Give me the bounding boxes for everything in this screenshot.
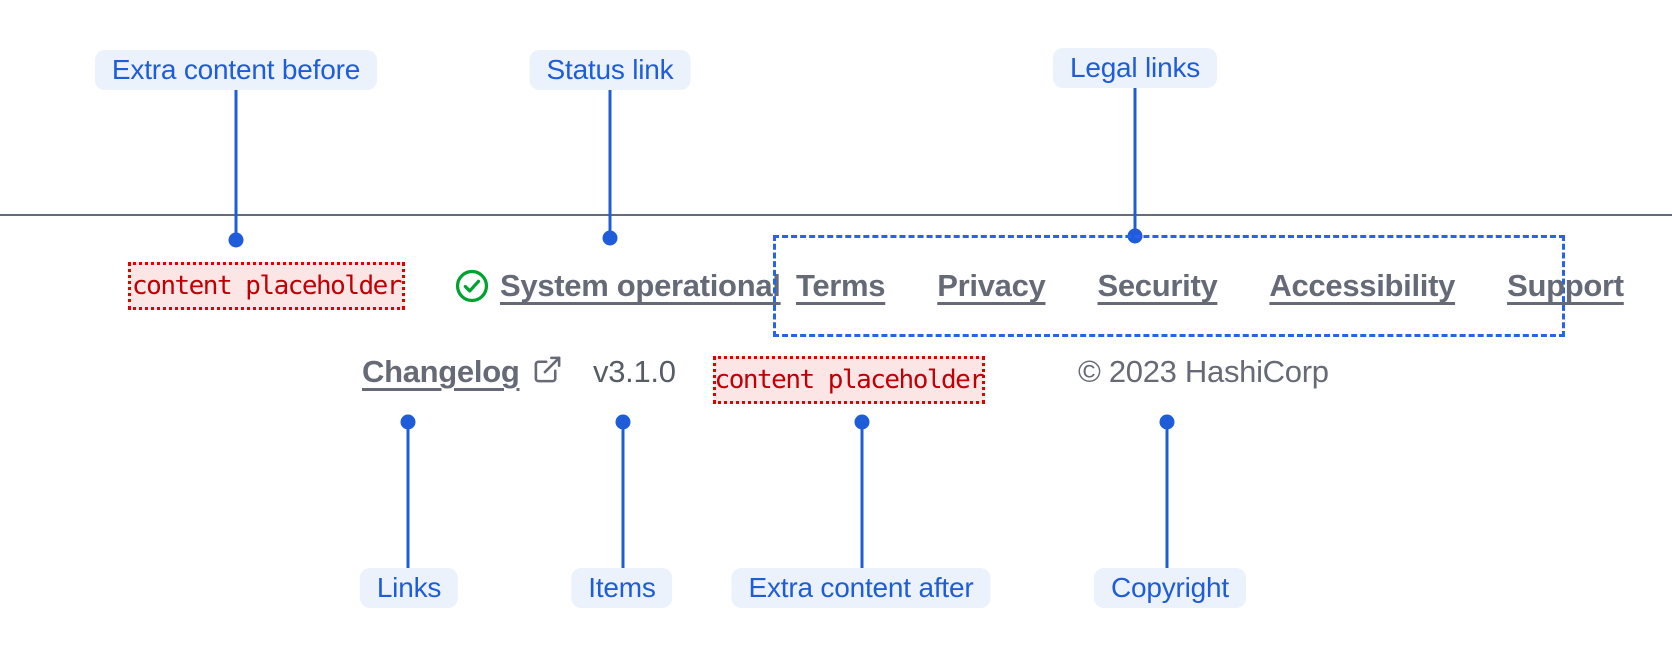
status-link-label[interactable]: System operational [500, 268, 781, 303]
footer-top-divider [0, 214, 1672, 216]
annotation-items: Items [571, 568, 673, 608]
connector-line [1165, 428, 1169, 568]
external-link-icon [532, 354, 563, 390]
connector-dot [400, 414, 416, 430]
connector-line [860, 428, 864, 568]
legal-link-support[interactable]: Support [1507, 268, 1624, 303]
annotation-label: Extra content after [748, 572, 974, 603]
annotation-label: Items [588, 572, 656, 603]
connector-dot [1159, 414, 1175, 430]
legal-link-terms[interactable]: Terms [796, 268, 886, 303]
annotation-copyright: Copyright [1093, 568, 1247, 608]
connector-line [406, 428, 410, 568]
copyright-label: © 2023 HashiCorp [1078, 354, 1329, 389]
placeholder-text: content placeholder [132, 271, 402, 301]
connector-line [1133, 88, 1137, 230]
annotation-links: Links [359, 568, 459, 608]
legal-link-accessibility[interactable]: Accessibility [1269, 268, 1456, 303]
connector-dot [602, 230, 618, 246]
extra-content-after-placeholder: content placeholder [713, 356, 985, 404]
extra-content-before-placeholder: content placeholder [128, 262, 405, 310]
annotation-label: Copyright [1110, 572, 1230, 603]
changelog-link-label[interactable]: Changelog [362, 354, 520, 389]
connector-dot [615, 414, 631, 430]
annotation-label: Extra content before [111, 54, 361, 85]
changelog-link[interactable]: Changelog [362, 351, 563, 393]
annotation-legal-links: Legal links [1052, 48, 1218, 88]
annotation-label: Legal links [1069, 52, 1201, 83]
version-text: v3.1.0 [593, 351, 676, 393]
connector-line [234, 90, 238, 234]
annotation-extra-content-before: Extra content before [94, 50, 378, 90]
copyright-text: © 2023 HashiCorp [1078, 351, 1329, 393]
annotation-label: Status link [546, 54, 674, 85]
legal-links-group: Terms Privacy Security Accessibility Sup… [773, 235, 1624, 337]
status-link[interactable]: System operational [455, 262, 781, 310]
legal-link-privacy[interactable]: Privacy [937, 268, 1046, 303]
annotation-label: Links [376, 572, 442, 603]
annotation-status-link: Status link [529, 50, 691, 90]
connector-line [608, 90, 612, 232]
placeholder-text: content placeholder [714, 365, 985, 395]
annotation-extra-content-after: Extra content after [731, 568, 991, 608]
connector-dot [228, 232, 244, 248]
legal-link-security[interactable]: Security [1097, 268, 1218, 303]
version-label: v3.1.0 [593, 354, 676, 389]
connector-line [621, 428, 625, 568]
check-circle-icon [455, 269, 489, 303]
connector-dot [854, 414, 870, 430]
